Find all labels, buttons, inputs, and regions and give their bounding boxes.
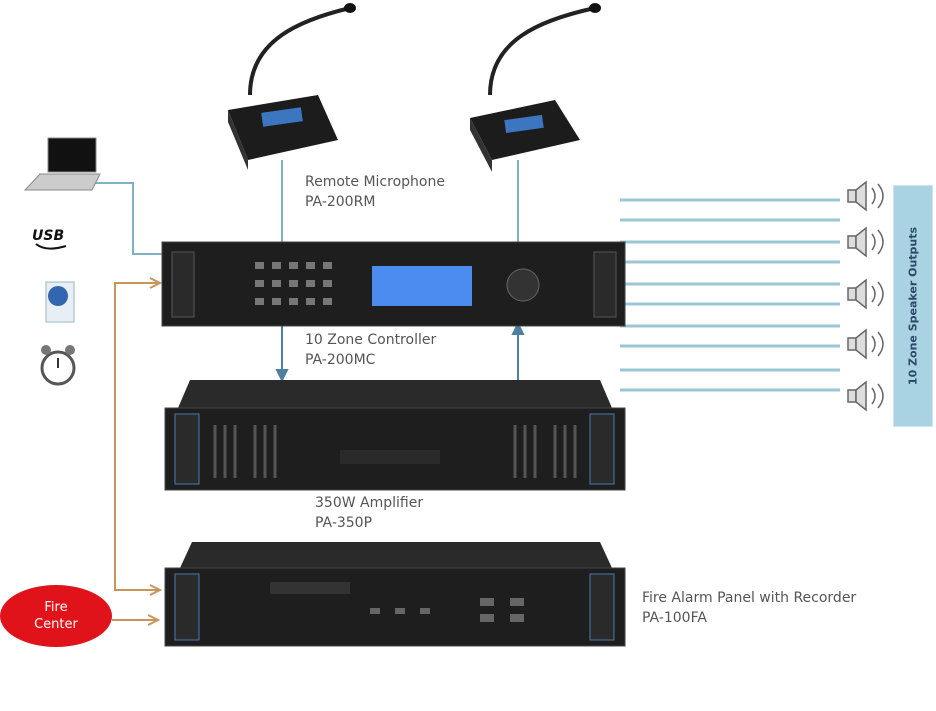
amplifier-label: 350W Amplifier PA-350P (315, 493, 423, 533)
usb-icon: USB (32, 228, 67, 250)
speaker-icons (847, 180, 884, 412)
speaker-icon (847, 226, 884, 258)
remote-microphone-2 (470, 3, 601, 172)
device-model: PA-200RM (305, 194, 376, 210)
device-model: PA-100FA (642, 610, 707, 626)
fire-center-line1: Fire (44, 600, 68, 615)
speaker-icon (847, 180, 884, 212)
alarm-clock-icon (40, 345, 76, 386)
fire-center-line2: Center (34, 617, 78, 632)
speaker-outputs-text: 10 Zone Speaker Outputs (906, 226, 920, 386)
device-model: PA-350P (315, 515, 373, 531)
fire-alarm-panel-unit (164, 542, 626, 647)
fire-signal-lines (112, 277, 163, 626)
svg-text:USB: USB (32, 228, 64, 244)
sd-card-icon (45, 281, 75, 323)
zone-controller-unit (161, 241, 626, 327)
device-name: 350W Amplifier (315, 495, 424, 511)
speaker-icon (847, 328, 884, 360)
speaker-icon (847, 278, 884, 310)
fire-center-badge: Fire Center (0, 585, 112, 647)
remote-microphone-1 (228, 3, 356, 170)
device-model: PA-200MC (305, 352, 376, 368)
lcd-screen (372, 266, 472, 306)
amplifier-unit (164, 380, 626, 491)
speaker-output-lines (620, 198, 840, 392)
mic-to-controller-line (281, 160, 519, 245)
laptop-connection (95, 182, 165, 255)
controller-label: 10 Zone Controller PA-200MC (305, 330, 436, 370)
device-name: Remote Microphone (305, 174, 445, 190)
controller-amp-lines (275, 321, 525, 385)
speaker-outputs-label: 10 Zone Speaker Outputs (893, 185, 933, 427)
fire-panel-label: Fire Alarm Panel with Recorder PA-100FA (642, 588, 856, 628)
remote-mic-label: Remote Microphone PA-200RM (305, 172, 445, 212)
device-name: Fire Alarm Panel with Recorder (642, 590, 857, 606)
speaker-icon (847, 380, 884, 412)
device-name: 10 Zone Controller (305, 332, 437, 348)
laptop-icon (23, 137, 101, 191)
